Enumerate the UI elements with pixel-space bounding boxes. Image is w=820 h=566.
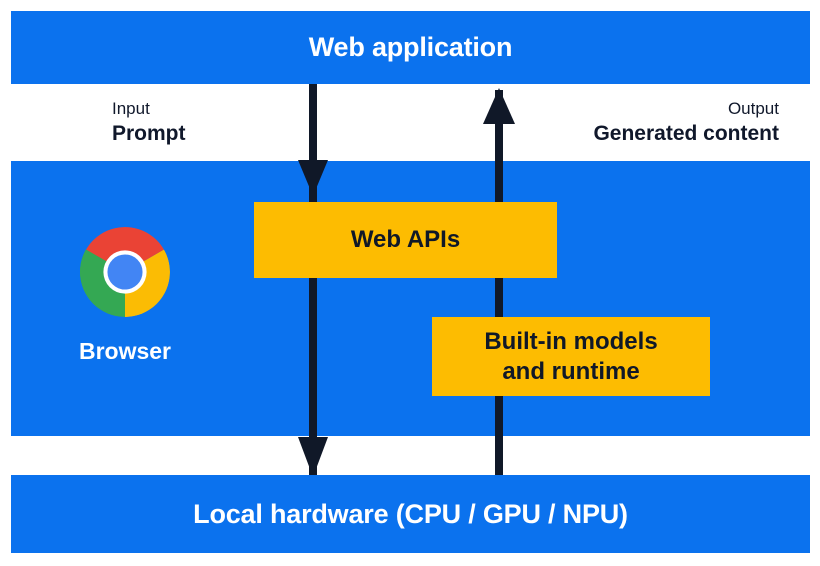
output-flow-label: Output Generated content bbox=[593, 98, 779, 148]
browser-caption-label: Browser bbox=[78, 338, 172, 364]
input-kicker: Input bbox=[112, 99, 150, 118]
web-apis-box[interactable]: Web APIs bbox=[254, 202, 557, 278]
arrow-down-icon bbox=[298, 84, 328, 478]
web-application-label: Web application bbox=[308, 32, 513, 62]
input-value: Prompt bbox=[112, 122, 186, 146]
built-in-models-box[interactable]: Built-in models and runtime bbox=[432, 317, 710, 396]
output-kicker: Output bbox=[727, 99, 779, 118]
web-application-band: Web application bbox=[11, 11, 810, 84]
input-flow-label: Input Prompt bbox=[112, 98, 186, 148]
arrow-up-icon bbox=[483, 88, 515, 478]
web-apis-label: Web APIs bbox=[350, 226, 461, 254]
chrome-logo-icon bbox=[80, 227, 170, 317]
built-in-models-label: Built-in models and runtime bbox=[484, 328, 658, 385]
local-hardware-label: Local hardware (CPU / GPU / NPU) bbox=[193, 498, 628, 529]
output-value: Generated content bbox=[593, 122, 779, 146]
local-hardware-band: Local hardware (CPU / GPU / NPU) bbox=[11, 475, 810, 553]
